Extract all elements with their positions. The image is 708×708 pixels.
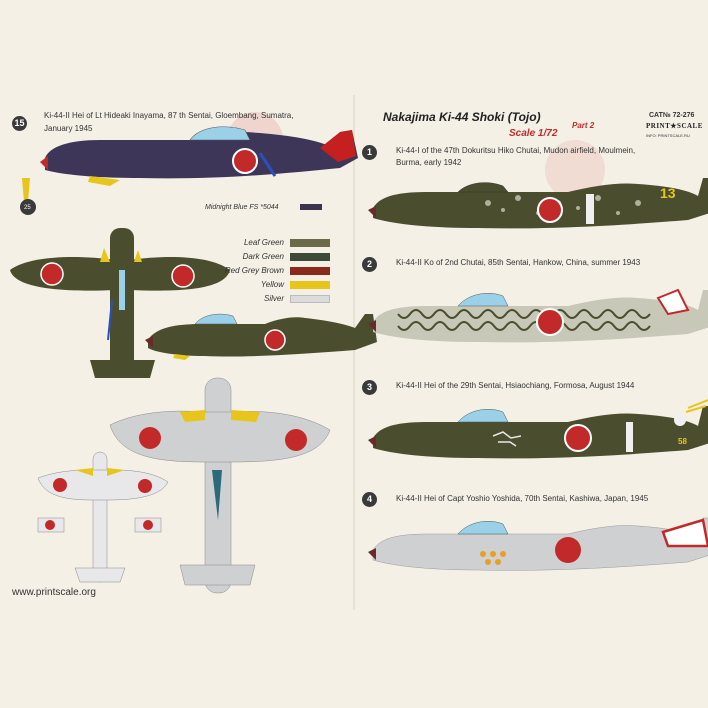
color-legend: Leaf Green Dark Green Red Grey Brown Yel… (200, 238, 330, 308)
legend-item: Yellow (200, 280, 330, 290)
watermark-sun-right (545, 140, 605, 200)
prop-blade (22, 178, 30, 202)
profile-2-number: 2 (362, 257, 377, 272)
profile-1-caption: Ki-44-I of the 47th Dokuritsu Hiko Chuta… (396, 146, 636, 155)
catalog-number: CAT№ 72-276 (649, 112, 695, 119)
profile-1-caption-line2: Burma, early 1942 (396, 158, 462, 167)
legend-swatch (290, 267, 330, 275)
profile-3-caption: Ki-44-II Hei of the 29th Sentai, Hsiaoch… (396, 381, 635, 390)
legend-swatch (290, 239, 330, 247)
profile-4-aircraft (368, 517, 708, 571)
legend-item: Leaf Green (200, 238, 330, 248)
profile-15-number: 15 (12, 116, 27, 131)
profile-4-caption: Ki-44-II Hei of Capt Yoshio Yoshida, 70t… (396, 494, 649, 503)
profile-1-code: 13 (660, 185, 676, 201)
prop-number: 25 (24, 205, 31, 211)
legend-label: Leaf Green (243, 238, 284, 247)
legend-label: Dark Green (242, 252, 284, 261)
legend-label: Red Grey Brown (224, 266, 284, 275)
prop-number-badge (20, 199, 36, 215)
profile-olive-small (145, 313, 377, 360)
brand-logo: PRINT★SCALE (646, 122, 703, 130)
topview-small-white (37, 451, 169, 583)
legend-swatch (290, 253, 330, 261)
sheet-part: Part 2 (572, 121, 595, 130)
topview-silver (109, 377, 331, 594)
profile-4-number: 4 (362, 492, 377, 507)
profile-3-number: 3 (362, 380, 377, 395)
profile-2-caption: Ki-44-II Ko of 2nd Chutai, 85th Sentai, … (396, 258, 641, 267)
profile-3-aircraft (368, 399, 708, 459)
profile-2-aircraft (368, 288, 708, 343)
profile-15-caption: Ki-44-II Hei of Lt Hideaki Inayama, 87 t… (44, 111, 294, 120)
topview-olive (10, 228, 230, 378)
website-link[interactable]: www.printscale.org (12, 587, 96, 598)
contact-info: INFO: PRINTSCALE.RU (646, 133, 690, 138)
profile-1-number: 1 (362, 145, 377, 160)
midnight-blue-label: Midnight Blue FS *5044 (205, 204, 279, 211)
legend-item: Dark Green (200, 252, 330, 262)
sheet-scale: Scale 1/72 (509, 128, 558, 139)
midnight-blue-swatch (300, 204, 322, 210)
legend-swatch (290, 281, 330, 289)
legend-label: Silver (263, 294, 284, 303)
profile-1-aircraft (368, 178, 708, 229)
legend-label: Yellow (260, 280, 284, 289)
profile-15-caption-line2: January 1945 (44, 124, 93, 133)
profile-3-code: 58 (678, 437, 687, 446)
sheet-title: Nakajima Ki-44 Shoki (Tojo) (383, 110, 541, 124)
profile-15-aircraft (40, 126, 358, 186)
legend-swatch (290, 295, 330, 303)
legend-item: Red Grey Brown (200, 266, 330, 276)
legend-item: Silver (200, 294, 330, 304)
